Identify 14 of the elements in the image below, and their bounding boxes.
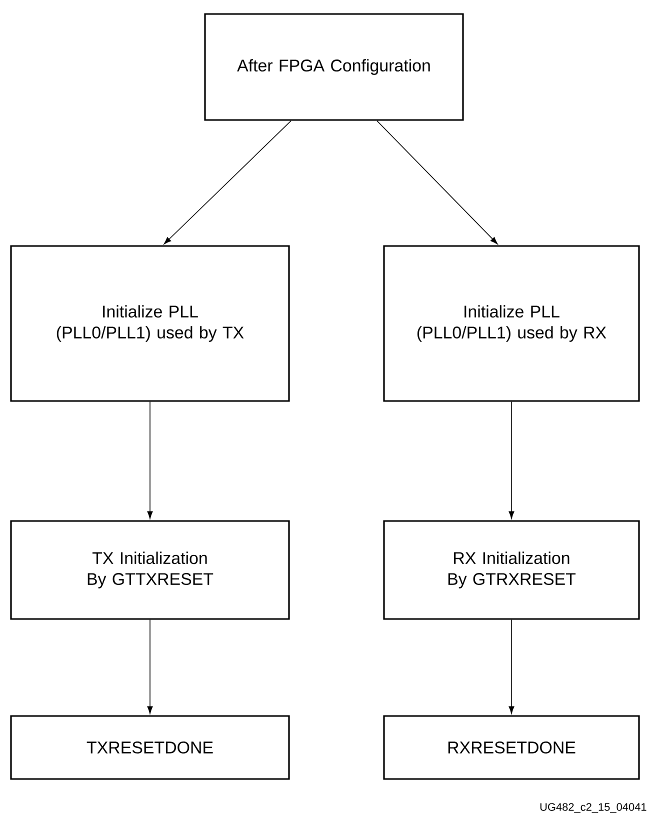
process-box: RX Initialization By GTRXRESET xyxy=(383,520,640,620)
arrow xyxy=(147,619,153,714)
process-box: TX Initialization By GTTXRESET xyxy=(10,520,290,620)
process-box: Initialize PLL (PLL0/PLL1) used by RX xyxy=(383,245,640,402)
process-box: After FPGA Configuration xyxy=(204,13,464,121)
arrow xyxy=(376,120,498,244)
arrow xyxy=(508,401,514,519)
arrow xyxy=(147,401,153,519)
process-box: RXRESETDONE xyxy=(383,715,640,780)
arrow xyxy=(508,619,514,714)
process-box: Initialize PLL (PLL0/PLL1) used by TX xyxy=(10,245,290,402)
figure-id: UG482_c2_15_04041 xyxy=(540,803,646,813)
process-box: TXRESETDONE xyxy=(10,715,290,780)
arrow xyxy=(164,120,292,244)
